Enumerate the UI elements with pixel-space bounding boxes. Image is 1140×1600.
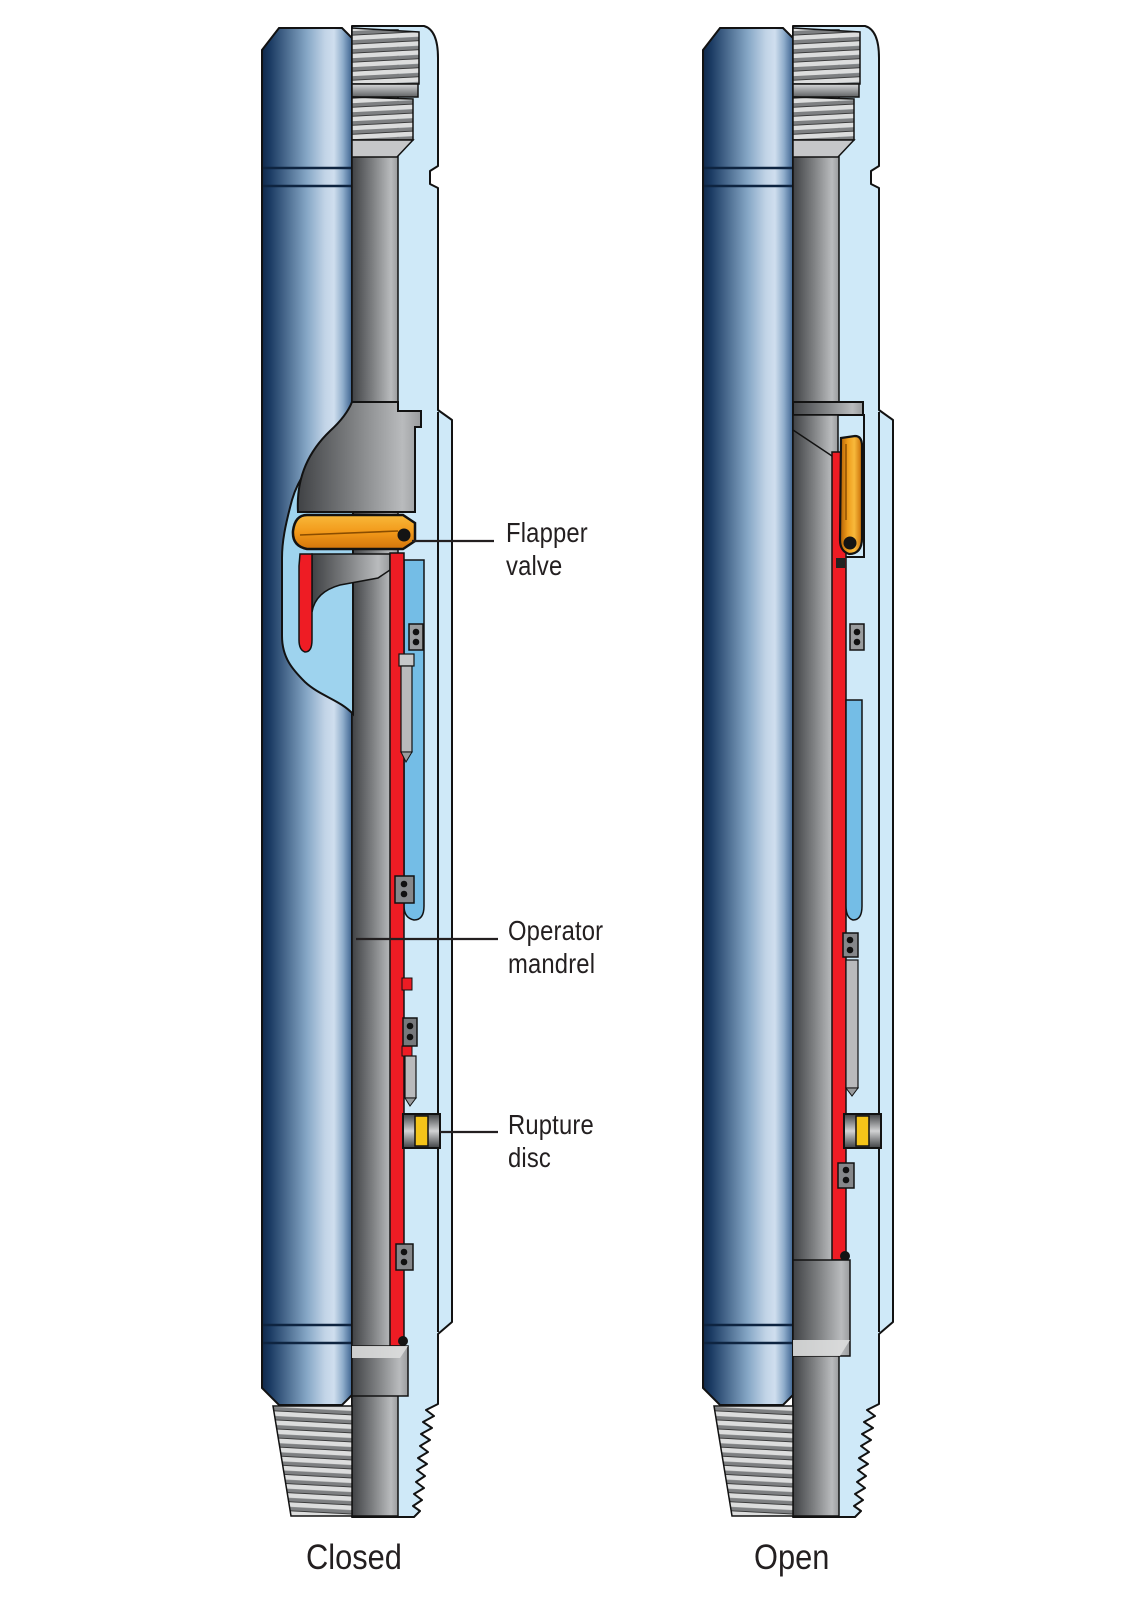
open-tool (701, 24, 895, 1519)
piston-rod (845, 959, 859, 1097)
rupture-disc (855, 1115, 870, 1147)
mandrel-end-pin (398, 1336, 408, 1346)
seal-block (837, 1162, 855, 1189)
operator-mandrel-left-wall (298, 553, 313, 653)
mandrel-tab (401, 1045, 413, 1057)
label-line: valve (506, 550, 563, 581)
flapper-stop (836, 558, 845, 568)
caption-closed: Closed (306, 1538, 402, 1577)
caption-open: Open (754, 1538, 830, 1577)
piston-rod (398, 653, 415, 764)
mandrel-end-pin (840, 1251, 850, 1261)
label-line: Operator (508, 915, 604, 946)
flapper-valve-open (838, 434, 864, 556)
seal-block (402, 1017, 418, 1047)
rupture-disc (414, 1115, 429, 1147)
seal-block (395, 1243, 414, 1271)
flapper-seat-housing (296, 401, 422, 513)
seal-block (849, 623, 865, 651)
bottom-flare (792, 1259, 851, 1357)
piston-rod (404, 1055, 417, 1107)
rupture-disc-assembly (402, 1113, 441, 1149)
flapper-hinge-pin (397, 528, 411, 542)
bottom-flare (351, 1345, 409, 1397)
rupture-disc-assembly (843, 1113, 882, 1149)
housing-top-bar (792, 401, 864, 416)
label-flapper-valve: Flapper valve (506, 516, 588, 582)
label-rupture-disc: Rupture disc (508, 1108, 594, 1174)
label-line: disc (508, 1142, 552, 1173)
flapper-hinge-pin (843, 536, 857, 550)
leader-lines (356, 539, 498, 1134)
chamber-blue-strip (845, 699, 863, 921)
label-line: Flapper (506, 517, 588, 548)
seal-block (408, 623, 424, 651)
label-line: mandrel (508, 948, 596, 979)
seal-block (394, 875, 415, 904)
label-line: Rupture (508, 1109, 594, 1140)
flapper-valve-closed (291, 513, 417, 551)
label-operator-mandrel: Operator mandrel (508, 914, 603, 980)
mandrel-tab (401, 977, 413, 991)
closed-tool (260, 24, 454, 1519)
seal-block (842, 932, 859, 958)
